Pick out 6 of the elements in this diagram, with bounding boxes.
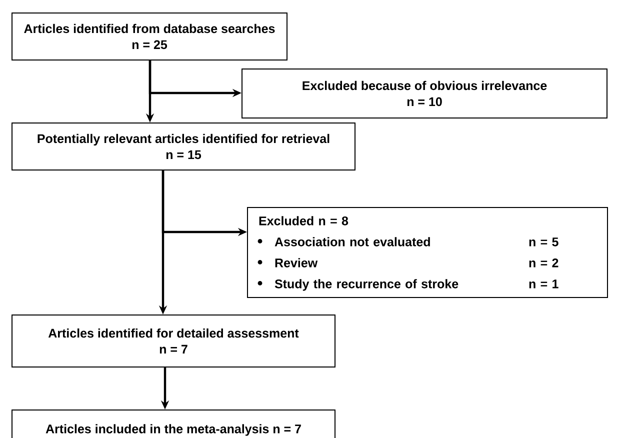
flow-box: Articles identified for detailed assessment n = 7 (12, 314, 336, 368)
flow-box: Excluded n = 8 Association not evaluated n = 5 Review n = 2 Study the recurrence of stroke n = 1 (247, 207, 608, 298)
flow-box: Potentially relevant articles identified for retrieval n = 15 (12, 122, 356, 170)
flow-box: Excluded because of obvious irrelevance n = 10 (242, 68, 608, 118)
flow-box: Articles included in the meta-analysis n = 7 (12, 410, 336, 438)
flow-box: Articles identified from database searches n = 25 (12, 12, 288, 60)
